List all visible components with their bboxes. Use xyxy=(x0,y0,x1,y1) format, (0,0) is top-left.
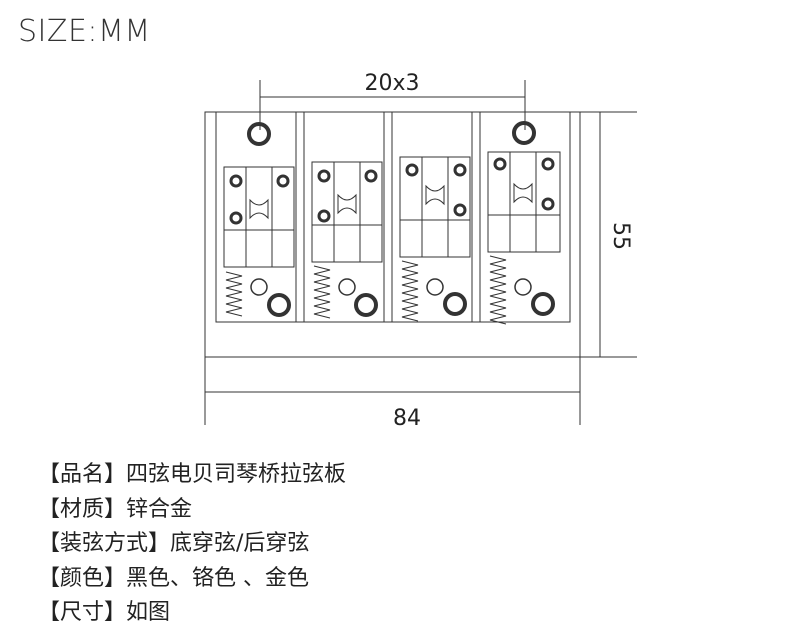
spec-key: 【装弦方式】 xyxy=(38,531,171,556)
spec-row-material: 【材质】锌合金 xyxy=(38,491,192,523)
saddle-2 xyxy=(303,111,385,323)
spec-row-size: 【尺寸】如图 xyxy=(38,594,170,626)
spec-key: 【材质】 xyxy=(38,497,127,522)
saddle-4 xyxy=(479,111,571,325)
spec-row-name: 【品名】四弦电贝司琴桥拉弦板 xyxy=(38,456,346,488)
spec-key: 【品名】 xyxy=(38,462,127,487)
spec-value: 底穿弦/后穿弦 xyxy=(170,531,310,556)
spec-key: 【尺寸】 xyxy=(38,600,127,625)
spec-value: 如图 xyxy=(126,600,171,625)
size-unit-title: SIZE:MM xyxy=(18,14,151,49)
width-label: 84 xyxy=(393,406,421,431)
saddle-1 xyxy=(215,111,297,323)
saddle-3 xyxy=(391,111,473,323)
spec-value: 黑色、铬色 、金色 xyxy=(126,566,310,591)
string-spacing-label: 20x3 xyxy=(364,71,419,96)
length-label: 55 xyxy=(608,222,633,250)
spec-row-stringing: 【装弦方式】底穿弦/后穿弦 xyxy=(38,525,309,557)
spec-row-color: 【颜色】黑色、铬色 、金色 xyxy=(38,560,309,592)
spec-value: 锌合金 xyxy=(126,497,193,522)
spec-key: 【颜色】 xyxy=(38,566,127,591)
spec-value: 四弦电贝司琴桥拉弦板 xyxy=(126,462,347,487)
